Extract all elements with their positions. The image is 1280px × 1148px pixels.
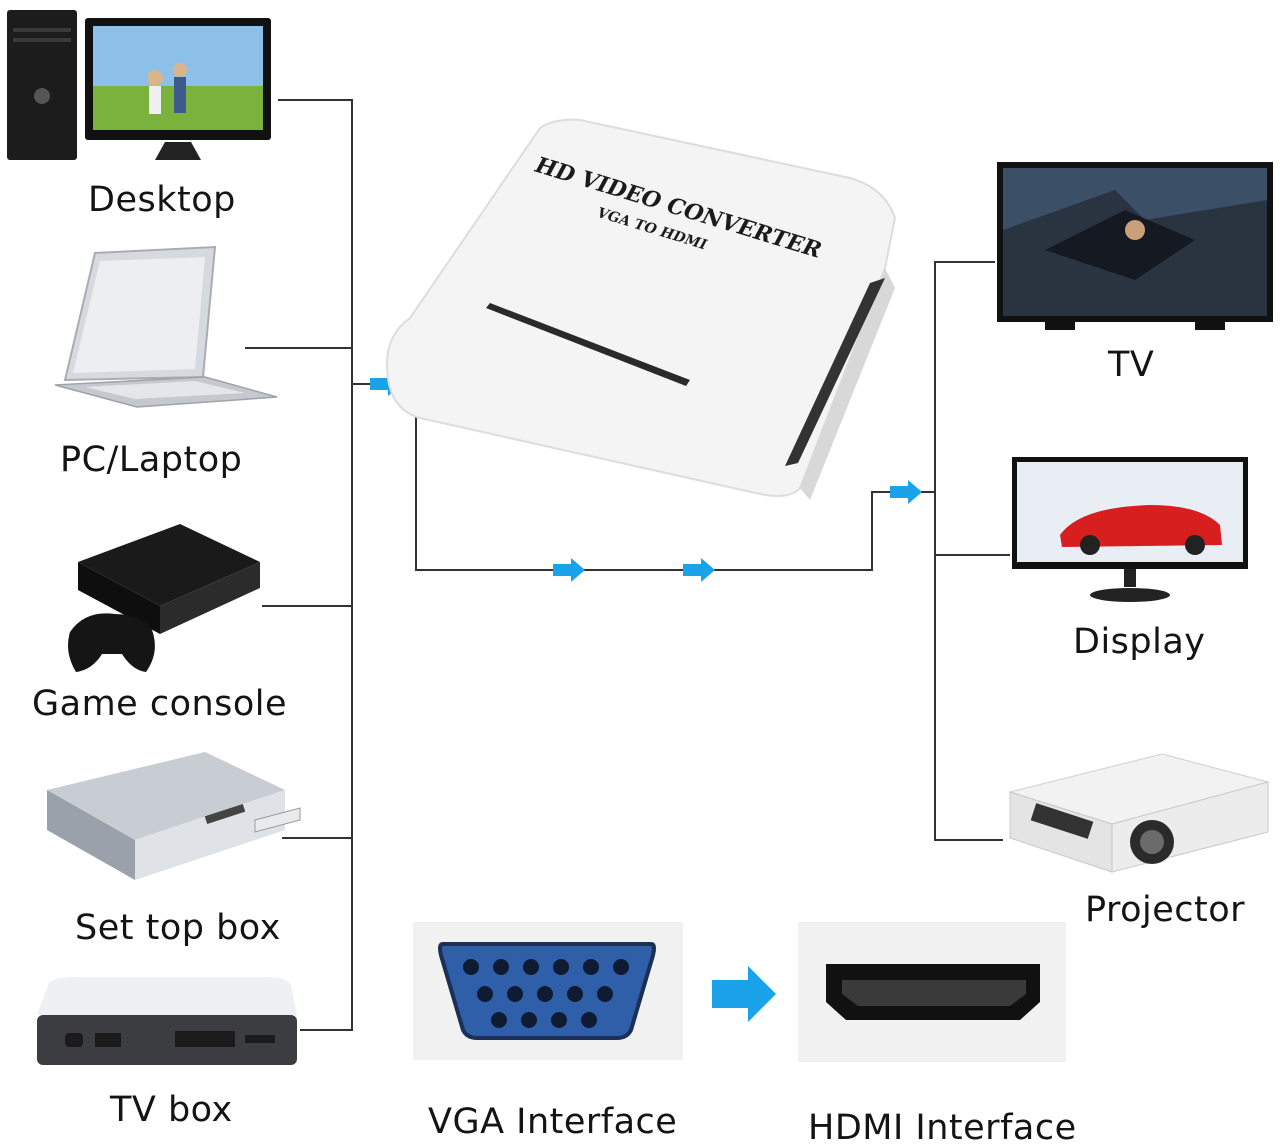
hdmi-label: HDMI Interface — [808, 1108, 1077, 1148]
laptop-icon — [54, 245, 278, 408]
tv-label: TV — [1108, 345, 1155, 385]
interface-arrow-icon — [712, 966, 776, 1022]
arrow-icon — [890, 480, 922, 504]
set-top-box-icon — [47, 752, 301, 880]
game-console-icon — [68, 524, 260, 672]
projector-label: Projector — [1085, 890, 1246, 930]
settop-label: Set top box — [75, 908, 281, 948]
output-bus-line — [934, 261, 1003, 841]
hdmi-connector-icon — [826, 964, 1040, 1020]
input-bus-line — [278, 99, 353, 1031]
tv-box-icon — [37, 977, 297, 1065]
display-icon — [1012, 457, 1248, 602]
arrow-icon — [683, 558, 715, 582]
display-label: Display — [1073, 622, 1206, 662]
laptop-label: PC/Laptop — [60, 440, 243, 480]
desktop-icon — [7, 10, 271, 160]
vga-connector-icon — [438, 942, 656, 1040]
converter-device-icon — [386, 118, 897, 500]
vga-label: VGA Interface — [428, 1102, 678, 1142]
projector-icon — [1008, 753, 1270, 873]
tvbox-label: TV box — [110, 1090, 233, 1130]
console-label: Game console — [32, 684, 288, 724]
hdmi-panel — [798, 922, 1066, 1062]
desktop-label: Desktop — [88, 180, 236, 220]
vga-panel — [413, 922, 683, 1060]
tv-icon — [997, 162, 1273, 330]
arrow-icon — [553, 558, 585, 582]
